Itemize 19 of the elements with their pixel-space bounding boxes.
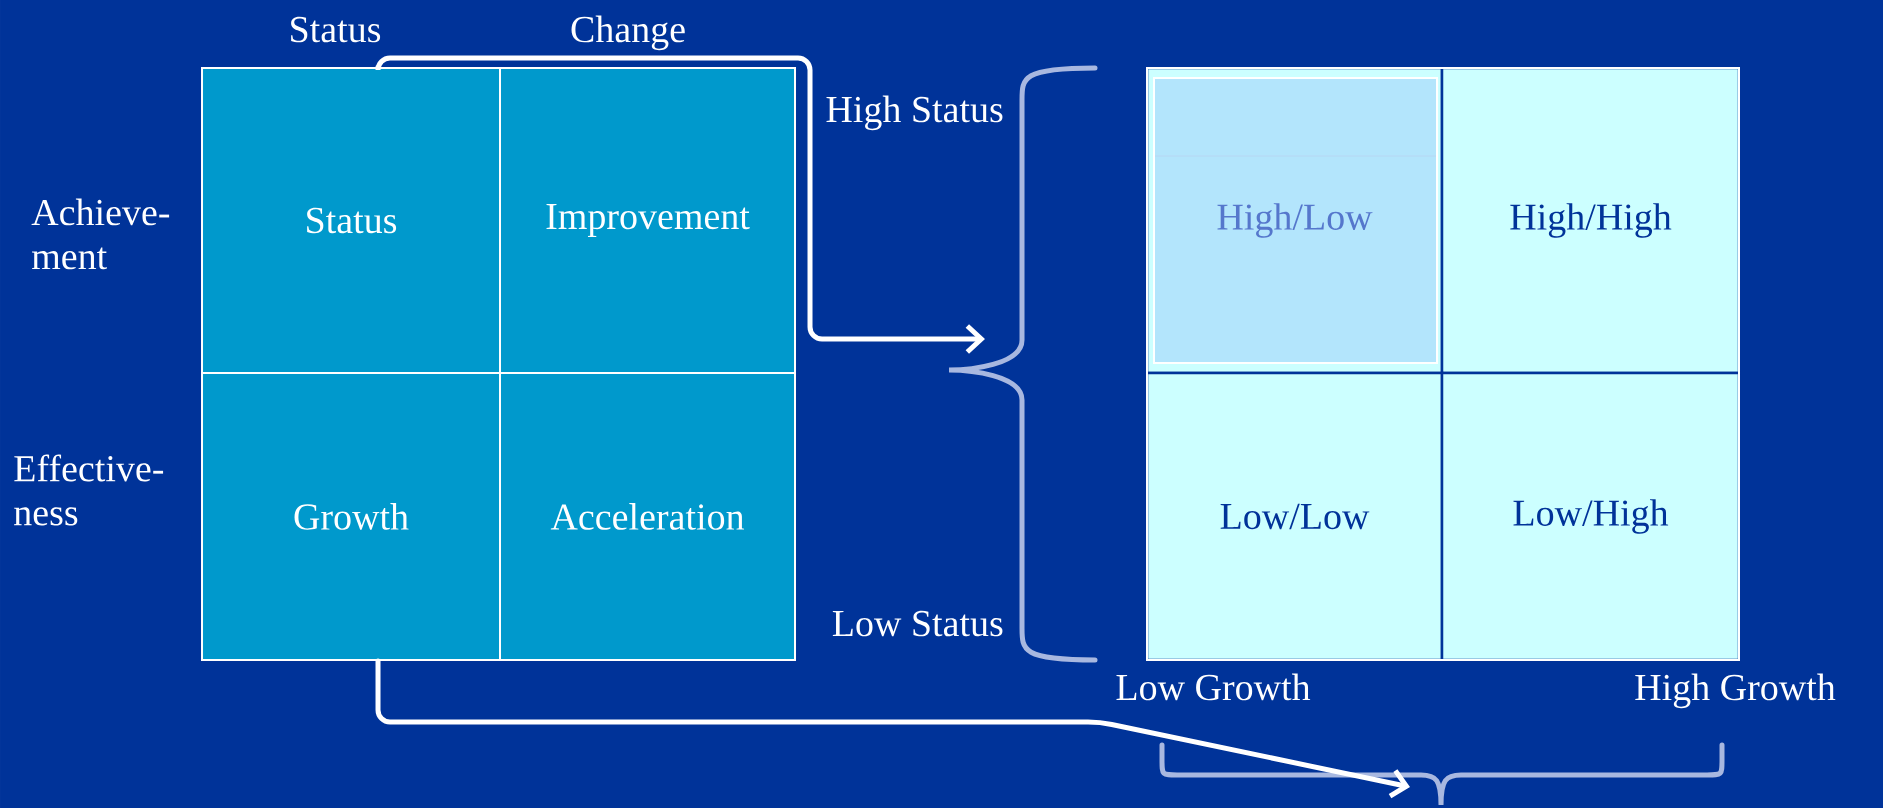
column-header: Change: [571, 15, 685, 51]
highlighted-quadrant: High/Low: [1145, 66, 1444, 375]
matrix-cell: Status: [201, 67, 501, 374]
quadrant-cell: Low/High: [1440, 371, 1741, 662]
quadrant-cell: High/High: [1440, 66, 1741, 375]
axis-label: Low Status: [832, 610, 1003, 637]
matrix-cell: Improvement: [499, 67, 796, 374]
matrix-cell: Growth: [201, 372, 501, 661]
axis-label: High Growth: [1635, 673, 1836, 709]
row-label: Achieve- ment: [31, 198, 170, 270]
matrix-cell: Acceleration: [499, 372, 796, 661]
arrow: [375, 55, 985, 354]
row-label: Effective- ness: [14, 454, 164, 526]
quadrant-cell: Low/Low: [1145, 371, 1444, 662]
brace: [1159, 742, 1725, 808]
axis-label: High Status: [826, 95, 1003, 131]
column-header: Status: [291, 16, 381, 43]
arrow: [375, 658, 1410, 799]
axis-label: Low Growth: [1116, 673, 1311, 701]
